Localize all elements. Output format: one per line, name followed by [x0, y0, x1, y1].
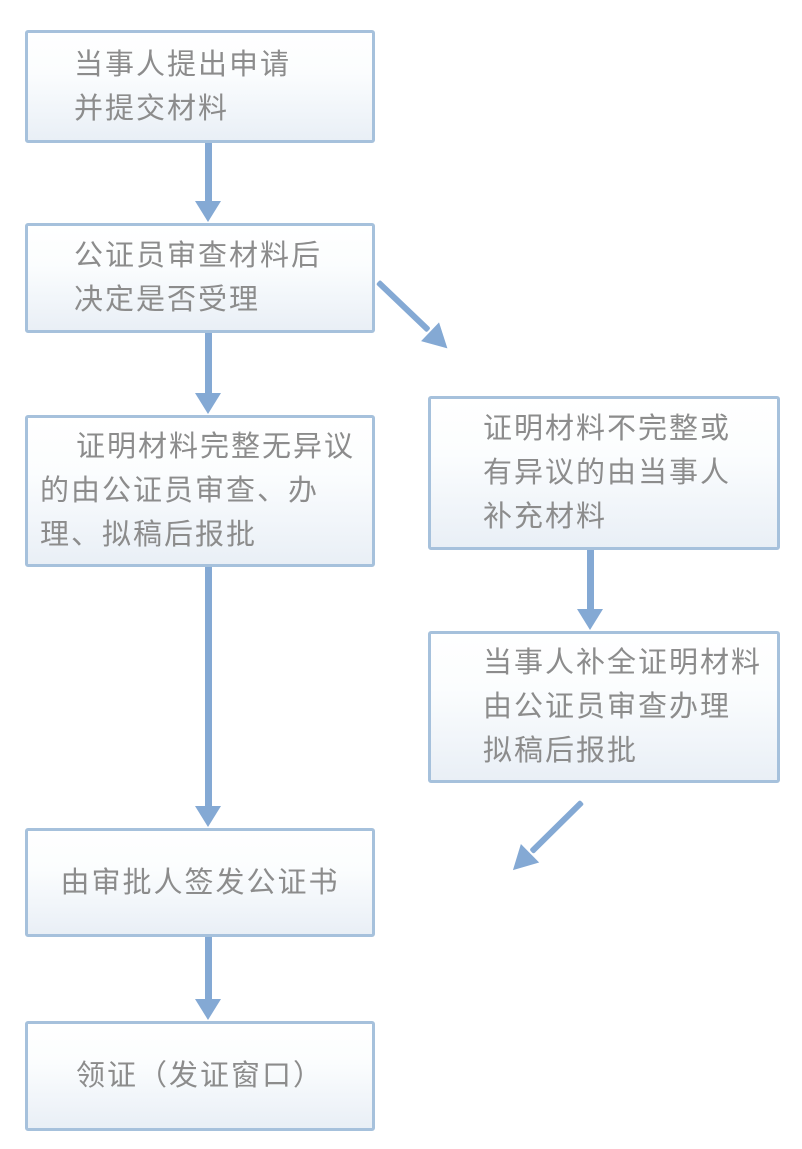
arrow-issue-to-collect-line [205, 937, 212, 999]
arrow-diagonal-line [375, 279, 431, 333]
arrow-down-icon [195, 806, 221, 827]
arrow-review-to-incomplete-diagonal [375, 279, 457, 358]
arrow-review-to-complete-line [205, 333, 212, 393]
arrow-diagonal-line [529, 799, 585, 854]
arrow-down-icon [195, 201, 221, 222]
flow-node-review-text: 公证员审查材料后 决定是否受理 [74, 240, 323, 316]
flow-node-complete-materials-text: 证明材料完整无异议 的由公证员审查、办 理、拟稿后报批 [40, 431, 356, 551]
arrow-supplement-return-diagonal [503, 799, 585, 880]
flow-node-collect-certificate-text: 领证（发证窗口） [75, 1060, 324, 1092]
flow-node-apply-text: 当事人提出申请 并提交材料 [74, 48, 292, 125]
flow-node-apply: 当事人提出申请 并提交材料 [25, 30, 375, 143]
flow-node-supplement-materials: 当事人补全证明材料 由公证员审查办理 拟稿后报批 [428, 631, 780, 783]
flow-node-incomplete-materials-text: 证明材料不完整或 有异议的由当事人 补充材料 [483, 413, 732, 533]
arrow-complete-to-issue-line [205, 567, 212, 806]
arrow-down-icon [195, 393, 221, 414]
arrow-down-icon [195, 999, 221, 1020]
flow-node-collect-certificate: 领证（发证窗口） [25, 1021, 375, 1131]
flow-node-incomplete-materials: 证明材料不完整或 有异议的由当事人 补充材料 [428, 396, 780, 550]
arrow-apply-to-review-line [205, 143, 212, 201]
flow-node-complete-materials: 证明材料完整无异议 的由公证员审查、办 理、拟稿后报批 [25, 415, 375, 567]
arrow-down-icon [577, 609, 603, 630]
flow-node-review: 公证员审查材料后 决定是否受理 [25, 223, 375, 333]
flow-node-supplement-materials-text: 当事人补全证明材料 由公证员审查办理 拟稿后报批 [483, 647, 763, 767]
flow-node-issue-certificate-text: 由审批人签发公证书 [60, 866, 340, 899]
flow-node-issue-certificate: 由审批人签发公证书 [25, 828, 375, 937]
arrow-incomplete-to-supplement-line [587, 550, 594, 609]
